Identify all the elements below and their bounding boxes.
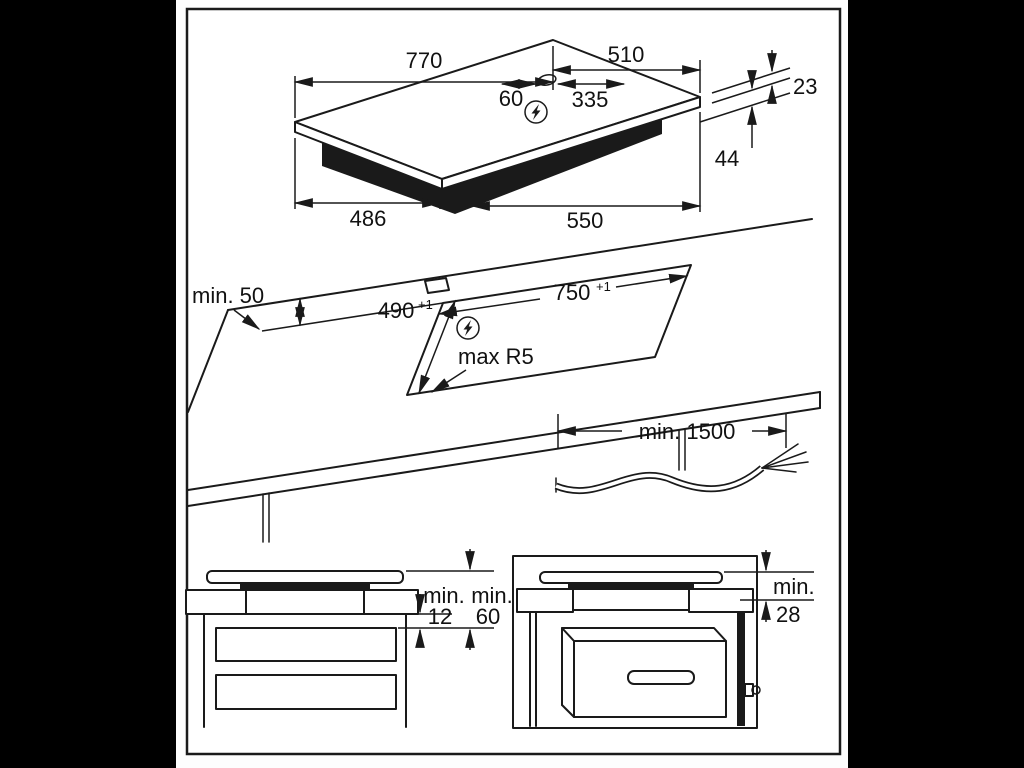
oven-left-bottom bbox=[561, 704, 575, 718]
dimension-486: 486 bbox=[293, 138, 442, 231]
dim-44-label: 44 bbox=[715, 146, 739, 171]
oven-front bbox=[573, 640, 727, 718]
hob-glass-side bbox=[539, 571, 723, 584]
drawer-clearance-view: min. 12 min. 60 bbox=[185, 549, 513, 728]
worktop-cutout-view: min. 50 750 +1 490 +1 max R5 bbox=[187, 218, 821, 543]
mains-cable-view: min. 1500 bbox=[554, 414, 809, 494]
dimension-max-r5: max R5 bbox=[430, 344, 534, 393]
dimension-510: 510 bbox=[551, 42, 702, 93]
hob-top-view: 770 510 60 335 23 44 bbox=[293, 39, 817, 233]
hob-body-side bbox=[245, 589, 365, 615]
dim-750-label: 750 bbox=[554, 280, 591, 305]
oven-top bbox=[561, 627, 727, 642]
hob-body-side bbox=[572, 588, 690, 611]
mounting-bolt bbox=[744, 683, 754, 697]
dimension-min60: min. 60 bbox=[465, 549, 513, 650]
dim-min50-label: min. 50 bbox=[192, 283, 264, 308]
dimension-750: 750 +1 bbox=[437, 273, 689, 317]
dim-335-label: 335 bbox=[572, 87, 609, 112]
worktop-back-edge bbox=[227, 218, 813, 311]
hob-seal-band bbox=[240, 583, 370, 590]
dim-min28-value: 28 bbox=[776, 602, 800, 627]
dimension-min12: min. 12 bbox=[415, 583, 465, 648]
dimension-550: 550 bbox=[470, 112, 702, 233]
dim-490-label: 490 bbox=[378, 298, 415, 323]
dim-min28-min-label: min. bbox=[773, 574, 815, 599]
cabinet-right-wall bbox=[737, 612, 745, 726]
cabinet-legs bbox=[262, 428, 686, 543]
mounting-knob bbox=[751, 685, 761, 695]
dim-r5-label: max R5 bbox=[458, 344, 534, 369]
cable-core bbox=[555, 466, 764, 493]
oven-handle bbox=[627, 670, 695, 685]
cable-length-label: min. 1500 bbox=[639, 419, 736, 444]
dim-min60-min-label: min. bbox=[471, 583, 513, 608]
dim-486-label: 486 bbox=[350, 206, 387, 231]
worktop-left-section bbox=[185, 589, 247, 615]
dimension-min50: min. 50 bbox=[192, 283, 444, 332]
drawer-front-2 bbox=[215, 674, 397, 710]
mains-position-mark bbox=[424, 277, 450, 294]
worktop-right-section bbox=[363, 589, 419, 615]
dim-510-label: 510 bbox=[608, 42, 645, 67]
cable-wire-strands bbox=[761, 443, 809, 473]
dim-550-label: 550 bbox=[567, 208, 604, 233]
drawer-front-1 bbox=[215, 627, 397, 662]
worktop-front-edge-top bbox=[187, 391, 821, 491]
built-in-oven bbox=[561, 627, 761, 718]
dim-min12-value: 12 bbox=[428, 604, 452, 629]
power-connection-icon bbox=[456, 316, 480, 340]
dim-490-tolerance: +1 bbox=[418, 297, 433, 312]
dim-min12-min-label: min. bbox=[423, 583, 465, 608]
hob-glass-side bbox=[206, 570, 404, 584]
worktop-front-edge-bottom bbox=[187, 407, 821, 507]
dim-770-label: 770 bbox=[406, 48, 443, 73]
worktop-left-section bbox=[516, 588, 574, 613]
dimension-min28: min. 28 bbox=[724, 550, 815, 627]
dimension-44: 44 bbox=[699, 70, 791, 171]
dim-23-label: 23 bbox=[793, 74, 817, 99]
hob-seal-band bbox=[568, 583, 694, 589]
dim-750-tolerance: +1 bbox=[596, 279, 611, 294]
hob-glass-edge-right bbox=[441, 96, 701, 190]
dimension-490: 490 +1 bbox=[378, 297, 456, 395]
power-connection-icon bbox=[524, 100, 548, 124]
dimension-60: 60 bbox=[499, 79, 538, 111]
dim-60-label: 60 bbox=[499, 86, 523, 111]
dim-min60-value: 60 bbox=[476, 604, 500, 629]
dimension-335: 335 bbox=[556, 79, 626, 112]
worktop-left-edge bbox=[187, 309, 229, 413]
oven-clearance-view: min. 28 bbox=[512, 550, 815, 729]
